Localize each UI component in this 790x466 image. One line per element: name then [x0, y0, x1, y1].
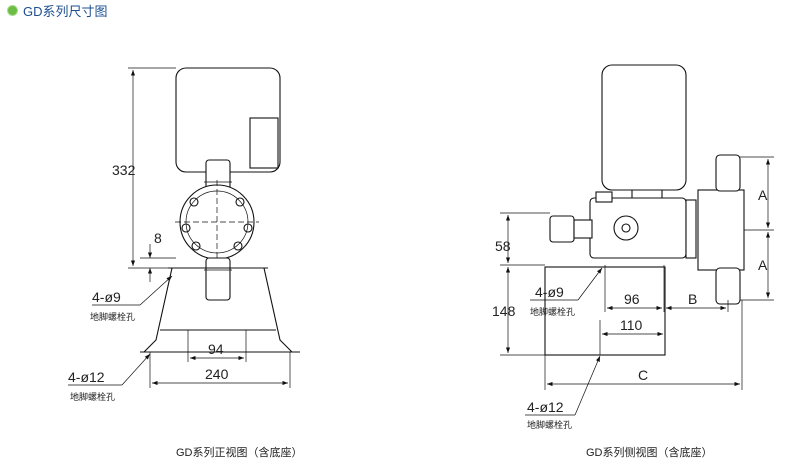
dim-58: 58 [495, 238, 511, 254]
dim-332: 332 [112, 162, 136, 178]
dim-B: B [688, 291, 697, 307]
dim-8: 8 [154, 230, 162, 246]
dim-110: 110 [620, 317, 643, 333]
inlet-fitting [549, 215, 575, 243]
base-leg-right [263, 267, 293, 353]
dim-96: 96 [624, 291, 640, 307]
dim-A-upper: A [758, 187, 768, 203]
outlet-valve [715, 154, 741, 192]
bullet-icon [8, 6, 17, 15]
dim-240: 240 [205, 366, 229, 382]
side-view-caption: GD系列侧视图（含底座） [586, 445, 713, 459]
side-view: 58 148 96 B 110 C A A 4-ø9 地脚螺栓孔 4-ø12 地… [492, 64, 774, 459]
stroke-knob [595, 191, 613, 203]
front-bolt-top-label: 地脚螺栓孔 [90, 311, 135, 322]
side-bolt-top-label: 地脚螺栓孔 [530, 306, 575, 317]
dim-148: 148 [492, 303, 516, 319]
dim-94: 94 [208, 341, 224, 357]
front-bolt-bottom-label: 地脚螺栓孔 [70, 391, 115, 402]
side-bolt-bottom-label: 地脚螺栓孔 [527, 419, 572, 430]
front-bolt-bottom-spec: 4-ø12 [68, 369, 105, 385]
junction-box [249, 117, 279, 169]
front-view-caption: GD系列正视图（含底座） [176, 445, 303, 459]
inlet-port [205, 257, 231, 301]
section-title: GD系列尺寸图 [8, 1, 108, 20]
inlet-valve [715, 267, 741, 305]
dim-A-lower: A [758, 257, 768, 273]
front-bolt-top-spec: 4-ø9 [92, 289, 121, 305]
section-title-text: GD系列尺寸图 [23, 4, 108, 19]
side-bolt-top-spec: 4-ø9 [535, 284, 564, 300]
side-bolt-bottom-spec: 4-ø12 [527, 399, 564, 415]
motor [601, 64, 687, 191]
front-view: 332 8 94 240 4-ø9 地脚螺栓孔 4-ø12 地脚螺栓孔 GD系列… [68, 67, 303, 459]
dim-C: C [638, 367, 648, 383]
base-leg-left [143, 267, 173, 353]
pump-head-side [697, 189, 745, 271]
